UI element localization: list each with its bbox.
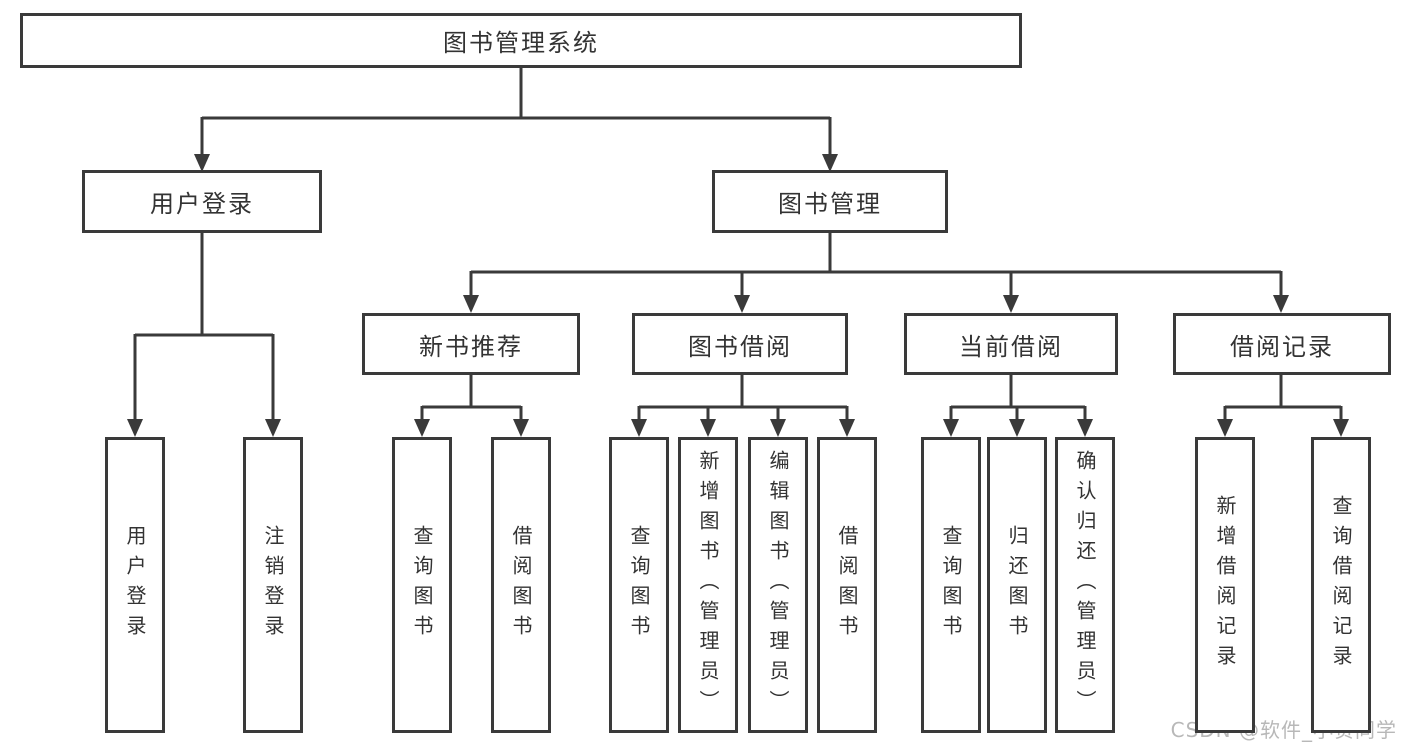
arrowhead-down-icon — [1333, 419, 1349, 437]
node-cur-return: 归还图书 — [987, 437, 1047, 733]
node-login-user: 用户登录 — [105, 437, 165, 733]
arrowhead-down-icon — [463, 295, 479, 313]
node-borrow-add: 新增图书（管理员） — [678, 437, 738, 733]
node-borrow-borrow: 借阅图书 — [817, 437, 877, 733]
node-borrow: 图书借阅 — [632, 313, 848, 375]
node-label: 用户登录 — [150, 190, 254, 218]
arrowhead-down-icon — [1217, 419, 1233, 437]
arrowhead-down-icon — [1003, 295, 1019, 313]
node-label: 新增借阅记录 — [1213, 495, 1237, 675]
node-label: 新书推荐 — [419, 332, 523, 361]
arrowhead-down-icon — [839, 419, 855, 437]
node-current: 当前借阅 — [904, 313, 1118, 375]
arrowhead-down-icon — [631, 419, 647, 437]
node-label: 查询图书 — [410, 525, 434, 645]
arrowhead-down-icon — [1009, 419, 1025, 437]
node-label: 借阅记录 — [1230, 332, 1334, 361]
arrowhead-down-icon — [770, 419, 786, 437]
node-records: 借阅记录 — [1173, 313, 1391, 375]
node-label: 查询图书 — [627, 525, 651, 645]
arrowhead-down-icon — [700, 419, 716, 437]
node-recd-add: 新增借阅记录 — [1195, 437, 1255, 733]
arrowhead-down-icon — [943, 419, 959, 437]
node-borrow-query: 查询图书 — [609, 437, 669, 733]
node-rec-borrow: 借阅图书 — [491, 437, 551, 733]
arrowhead-down-icon — [734, 295, 750, 313]
arrowhead-down-icon — [414, 419, 430, 437]
node-label: 图书管理系统 — [443, 29, 599, 57]
node-rec: 新书推荐 — [362, 313, 580, 375]
node-root: 图书管理系统 — [20, 13, 1022, 68]
node-label: 注销登录 — [261, 525, 285, 645]
node-label: 当前借阅 — [959, 332, 1063, 361]
node-label: 图书管理 — [778, 190, 882, 218]
node-label: 用户登录 — [123, 525, 147, 645]
node-label: 编辑图书（管理员） — [766, 450, 790, 720]
node-borrow-edit: 编辑图书（管理员） — [748, 437, 808, 733]
arrowhead-down-icon — [1273, 295, 1289, 313]
node-cur-query: 查询图书 — [921, 437, 981, 733]
node-label: 查询借阅记录 — [1329, 495, 1353, 675]
node-login-logout: 注销登录 — [243, 437, 303, 733]
node-label: 新增图书（管理员） — [696, 450, 720, 720]
node-label: 图书借阅 — [688, 332, 792, 361]
node-label: 借阅图书 — [509, 525, 533, 645]
arrowhead-down-icon — [127, 419, 143, 437]
node-label: 查询图书 — [939, 525, 963, 645]
node-rec-query: 查询图书 — [392, 437, 452, 733]
arrowhead-down-icon — [265, 419, 281, 437]
node-label: 确认归还（管理员） — [1073, 450, 1097, 720]
node-label: 借阅图书 — [835, 525, 859, 645]
node-label: 归还图书 — [1005, 525, 1029, 645]
node-cur-confirm: 确认归还（管理员） — [1055, 437, 1115, 733]
node-recd-query: 查询借阅记录 — [1311, 437, 1371, 733]
arrowhead-down-icon — [513, 419, 529, 437]
arrowhead-down-icon — [1077, 419, 1093, 437]
node-mgmt: 图书管理 — [712, 170, 948, 233]
node-login: 用户登录 — [82, 170, 322, 233]
